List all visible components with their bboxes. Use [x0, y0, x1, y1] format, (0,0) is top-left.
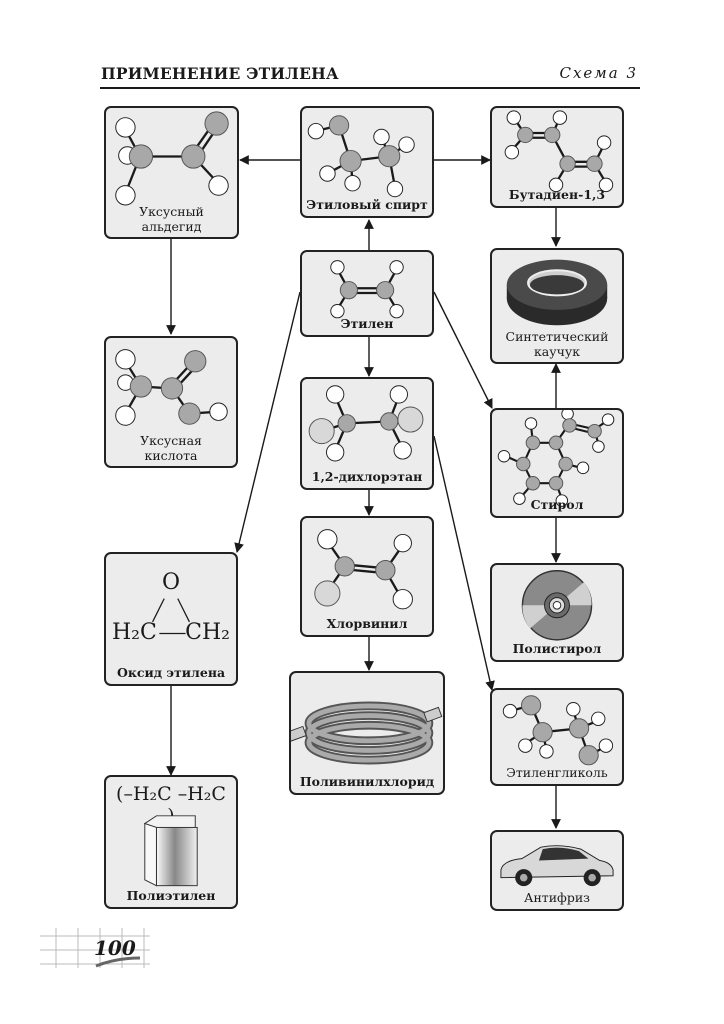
pvc-label: Поливинилхлорид	[299, 774, 435, 789]
oxide-left-group: H₂C	[112, 620, 157, 645]
diagram-title: ПРИМЕНЕНИЕ ЭТИЛЕНА	[101, 64, 339, 83]
antifreeze-label: Антифриз	[524, 890, 590, 905]
compact-disc-icon	[521, 570, 593, 641]
header-divider	[100, 87, 640, 89]
ethylene-oxide-bonds-icon	[152, 598, 190, 635]
ethanol-molecule-icon	[307, 115, 415, 198]
node-ethylene-glycol: Этиленгликоль	[490, 688, 624, 786]
edge-ethylene-styrene	[433, 291, 493, 409]
acetic-acid-label-line1: Уксусная	[140, 433, 202, 448]
node-styrene: Стирол	[490, 408, 624, 518]
edge-ethylene-ethylene-oxide	[234, 291, 301, 553]
node-vinyl-chloride: Хлорвинил	[300, 516, 434, 637]
acetic-acid-label-line2: кислота	[144, 448, 198, 463]
polyethylene-label: Полиэтилен	[126, 888, 216, 903]
node-butadiene: Бутадиен-1,3	[490, 106, 624, 208]
node-acetic-acid: Уксусная кислота	[104, 336, 238, 468]
vinyl-chloride-molecule-icon	[314, 529, 413, 610]
dichloroethane-molecule-icon	[308, 385, 424, 462]
vinyl-chloride-label: Хлорвинил	[326, 616, 408, 631]
node-ethylene-oxide: O H₂C CH₂ Оксид этилена	[104, 552, 238, 686]
node-synthetic-rubber: Синтетический каучук	[490, 248, 624, 364]
coiled-hose-icon	[291, 701, 443, 765]
ethylene-oxide-label: Оксид этилена	[116, 665, 226, 680]
acetaldehyde-label-line1: Уксусный	[139, 204, 204, 219]
node-dichloroethane: 1,2-дихлорэтан	[300, 377, 434, 490]
ethanol-label: Этиловый спирт	[306, 197, 428, 212]
oxide-oxygen: O	[161, 570, 181, 595]
node-acetaldehyde: Уксусный альдегид	[104, 106, 239, 239]
node-pvc: Поливинилхлорид	[289, 671, 445, 795]
node-ethanol: Этиловый спирт	[300, 106, 434, 218]
butadiene-label: Бутадиен-1,3	[508, 187, 606, 202]
ethylene-glycol-label: Этиленгликоль	[506, 765, 608, 780]
oxide-right-group: CH₂	[185, 620, 230, 645]
node-ethylene: Этилен	[300, 250, 434, 337]
styrene-molecule-icon	[497, 410, 615, 507]
polystyrene-label: Полистирол	[512, 641, 602, 656]
page-corner-grid	[40, 928, 150, 968]
car-icon	[500, 845, 614, 887]
node-polystyrene: Полистирол	[490, 563, 624, 662]
rubber-label-line2: каучук	[533, 344, 581, 359]
styrene-label: Стирол	[530, 497, 584, 512]
acetic-acid-molecule-icon	[115, 349, 228, 426]
page-number: 100	[94, 936, 136, 960]
acetaldehyde-molecule-icon	[115, 111, 229, 206]
ethylene-glycol-molecule-icon	[502, 695, 614, 766]
scheme-number: Схема 3	[559, 64, 638, 82]
polyethylene-block-icon	[143, 815, 198, 887]
ethylene-label: Этилен	[340, 316, 394, 331]
dichloroethane-label: 1,2-дихлорэтан	[311, 469, 423, 484]
tire-icon	[506, 259, 608, 326]
butadiene-molecule-icon	[504, 110, 614, 193]
rubber-label-line1: Синтетический	[505, 329, 609, 344]
edge-dichloroethane-ethylene-glycol	[433, 435, 495, 691]
ethylene-molecule-icon	[330, 260, 404, 319]
acetaldehyde-label-line2: альдегид	[141, 219, 202, 234]
node-antifreeze: Антифриз	[490, 830, 624, 911]
node-polyethylene: (–H₂C –H₂C –)n Полиэтилен	[104, 775, 238, 909]
